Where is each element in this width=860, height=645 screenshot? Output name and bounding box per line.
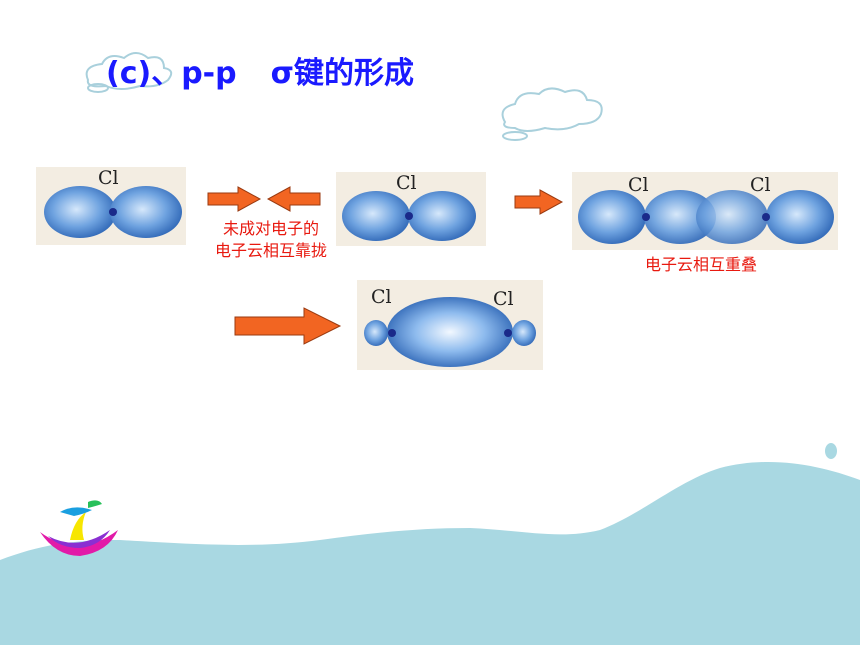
orbital-panel-overlap: Cl Cl	[572, 172, 838, 250]
p-lobe	[644, 190, 716, 244]
caption-approach-line2: 电子云相互靠拢	[214, 241, 327, 260]
cl-label: Cl	[628, 174, 649, 196]
p-lobe-right	[110, 186, 182, 238]
cl-label: Cl	[396, 172, 417, 194]
p-lobe	[578, 190, 646, 244]
nucleus	[642, 213, 650, 221]
title-prefix: (c)、p-p	[106, 56, 237, 91]
logo-icon	[40, 500, 118, 556]
nucleus	[762, 213, 770, 221]
p-lobe	[766, 190, 834, 244]
cl-label: Cl	[750, 174, 771, 196]
arrow-right-icon	[207, 186, 262, 212]
p-lobe-left	[44, 186, 116, 238]
cloud-left-icon	[85, 52, 173, 93]
title-suffix: σ键的形成	[270, 56, 414, 91]
caption-approach: 未成对电子的 电子云相互靠拢	[196, 218, 346, 262]
cl-label: Cl	[371, 286, 392, 308]
p-lobe-right	[408, 191, 476, 241]
nucleus	[504, 329, 512, 337]
arrow-left-icon	[266, 186, 321, 212]
orbital-panel-1: Cl	[36, 167, 186, 245]
caption-overlap: 电子云相互重叠	[644, 255, 757, 274]
arrow-right-icon	[514, 189, 564, 215]
slide-title: (c)、p-p σ键的形成	[106, 48, 414, 92]
cloud-right-icon	[501, 87, 603, 141]
caption-approach-line1: 未成对电子的	[222, 219, 319, 238]
p-lobe	[696, 190, 768, 244]
cl-label: Cl	[98, 167, 119, 189]
small-lobe-left	[364, 320, 388, 346]
arrow-right-icon	[234, 307, 342, 345]
nucleus	[109, 208, 117, 216]
sigma-orbital	[387, 297, 513, 367]
approach-arrows	[207, 186, 321, 212]
wave-shape	[0, 461, 860, 645]
sigma-bond-panel: Cl Cl	[357, 280, 543, 370]
small-lobe-right	[512, 320, 536, 346]
orbital-panel-2: Cl	[336, 172, 486, 246]
nucleus	[388, 329, 396, 337]
cl-label: Cl	[493, 288, 514, 310]
p-lobe-left	[342, 191, 410, 241]
droplet-icon	[825, 443, 837, 459]
nucleus	[405, 212, 413, 220]
